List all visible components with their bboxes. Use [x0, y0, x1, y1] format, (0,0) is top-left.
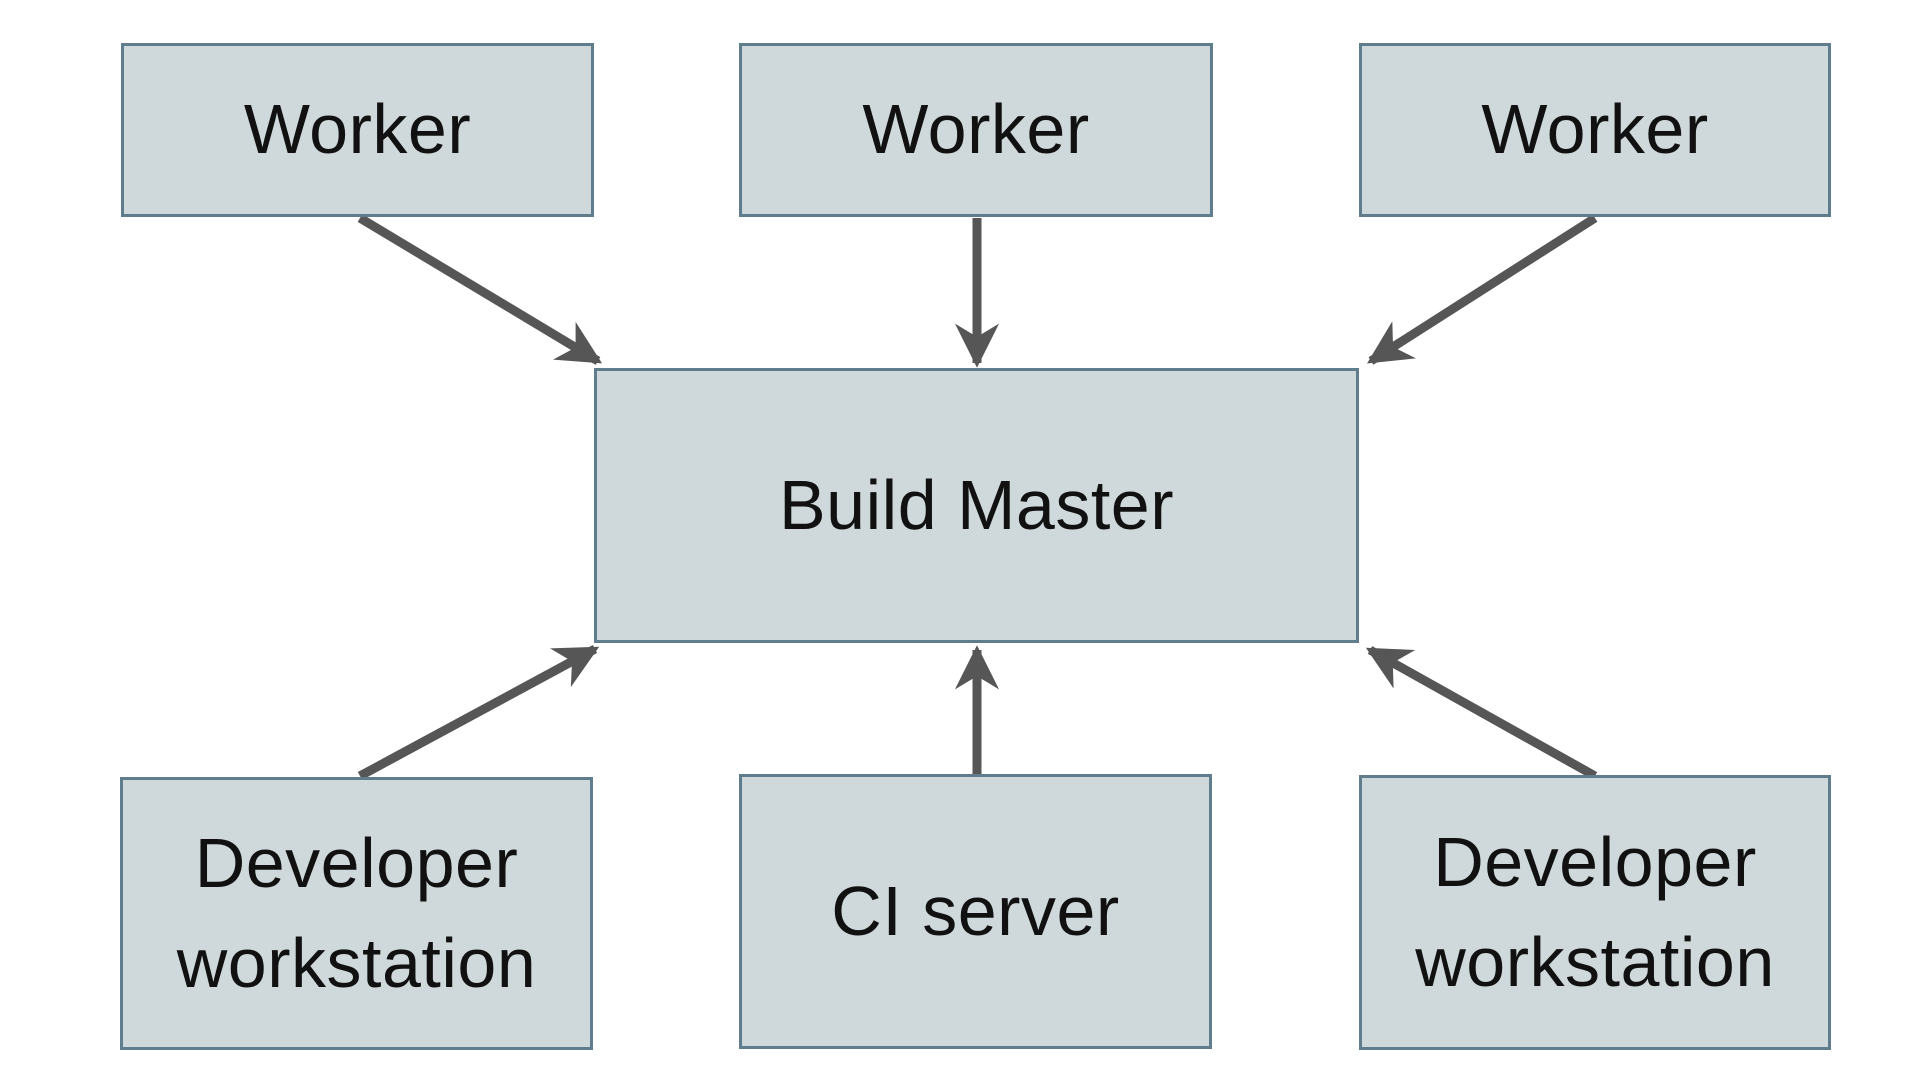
node-developer-workstation-left: Developer workstation [120, 777, 593, 1050]
node-developer-workstation-right: Developer workstation [1359, 775, 1831, 1050]
arrow-dev-right-to-build-master [1365, 646, 1598, 780]
node-worker-center: Worker [739, 43, 1213, 217]
node-worker-right: Worker [1359, 43, 1831, 217]
arrow-dev-left-to-build-master [357, 645, 600, 780]
node-worker-left: Worker [121, 43, 594, 217]
node-build-master: Build Master [594, 368, 1359, 643]
node-ci-server: CI server [739, 774, 1212, 1049]
arrow-worker-right-to-build-master [1367, 214, 1598, 365]
arrow-worker-left-to-build-master [357, 214, 603, 365]
